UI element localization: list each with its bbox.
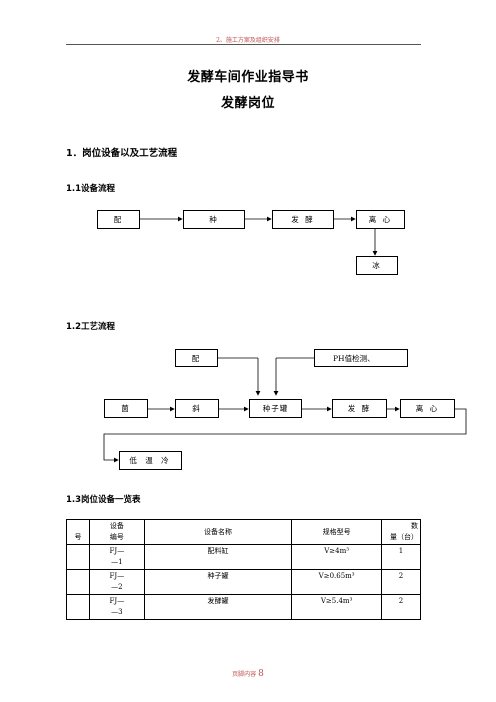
flow-box-bing: 冰	[356, 256, 398, 275]
section-1-2-heading: 1.2工艺流程	[66, 322, 116, 332]
header-cell-spec: 规格型号	[291, 519, 383, 545]
table-row: FJ— —2 种子罐 V≥0.65m³ 2	[66, 569, 421, 595]
process-box-ph-check: PH值检测、	[314, 349, 408, 367]
equipment-table: 号 设备 编号 设备名称 规格型号 数 量（台） FJ— —1 配料缸 V≥4m…	[66, 519, 421, 620]
section-1-1-heading: 1.1设备流程	[66, 184, 116, 194]
cell-qty: 2	[381, 569, 421, 595]
cell-no	[66, 569, 90, 595]
document-title: 发酵车间作业指导书	[187, 70, 309, 85]
cell-name: 发酵罐	[143, 594, 293, 620]
flow-box-lixin: 离 心	[356, 210, 405, 229]
flow-box-pei: 配	[97, 210, 140, 229]
flow-box-fajiao: 发 酵	[272, 210, 334, 229]
cell-code: FJ— —2	[88, 569, 145, 595]
header-rule	[66, 44, 421, 45]
header-cell-code: 设备 编号	[88, 519, 145, 545]
header-cell-name: 设备名称	[143, 519, 293, 545]
section-1-heading: 1．岗位设备以及工艺流程	[66, 148, 178, 159]
process-box-pei: 配	[175, 349, 218, 367]
footer-text: 页脚内容	[232, 671, 257, 678]
cell-qty: 2	[381, 594, 421, 620]
cell-code: FJ— —3	[88, 594, 145, 620]
process-box-seed-tank: 种子罐	[249, 399, 302, 418]
process-box-lixin: 离 心	[400, 399, 455, 418]
cell-name: 配料缸	[143, 544, 293, 570]
cell-no	[66, 544, 90, 570]
process-box-xie: 斜	[175, 399, 219, 418]
table-row: FJ— —3 发酵罐 V≥5.4m³ 2	[66, 594, 421, 620]
page-header: 2、施工方案及组织安排	[216, 37, 280, 44]
cell-spec: V≥4m³	[291, 544, 383, 570]
cell-name: 种子罐	[143, 569, 293, 595]
table-header-row: 号 设备 编号 设备名称 规格型号 数 量（台）	[66, 519, 421, 545]
document-subtitle: 发酵岗位	[220, 96, 275, 111]
page-footer: 页脚内容 8	[0, 669, 496, 679]
cell-spec: V≥5.4m³	[291, 594, 383, 620]
table-row: FJ— —1 配料缸 V≥4m³ 1	[66, 544, 421, 570]
section-1-3-heading: 1.3岗位设备一览表	[66, 495, 141, 505]
process-box-low-temp: 低 温 冷	[119, 451, 182, 470]
process-box-fajiao: 发 酵	[332, 399, 387, 418]
cell-no	[66, 594, 90, 620]
header-cell-no: 号	[66, 519, 90, 545]
cell-spec: V≥0.65m³	[291, 569, 383, 595]
page-number: 8	[258, 669, 264, 679]
cell-qty: 1	[381, 544, 421, 570]
flow-box-zhong: 种	[183, 210, 245, 229]
cell-code: FJ— —1	[88, 544, 145, 570]
process-box-jun: 菌	[104, 399, 148, 418]
header-cell-qty: 数 量（台）	[381, 519, 421, 545]
